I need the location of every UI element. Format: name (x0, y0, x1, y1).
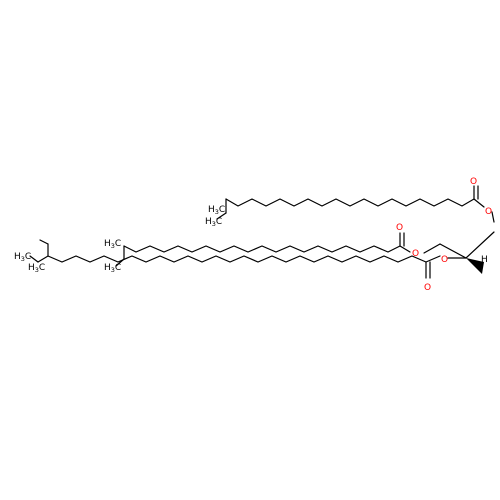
methyl-label: H3C (205, 217, 222, 228)
acyl-chain-middle (115, 231, 495, 267)
oxygen-label: O (396, 223, 403, 233)
methyl-label: H3C (104, 239, 121, 250)
acyl-chain-bottom (29, 239, 484, 279)
oxygen-label: O (485, 207, 492, 217)
oxygen-label: O (424, 283, 431, 293)
methyl-label: H3C (208, 205, 225, 216)
oxygen-label: O (441, 255, 448, 265)
atom-labels: O O O O O O H H3C H3C H3C H3C H3C H3C (14, 177, 492, 293)
oxygen-label: O (470, 177, 477, 187)
stereo-hydrogen-label: H (481, 255, 488, 265)
methyl-label: H3C (104, 263, 121, 274)
methyl-label: H3C (28, 263, 45, 274)
acyl-chain-top (216, 185, 495, 223)
oxygen-label: O (412, 249, 419, 259)
methyl-label: H3C (14, 252, 31, 263)
